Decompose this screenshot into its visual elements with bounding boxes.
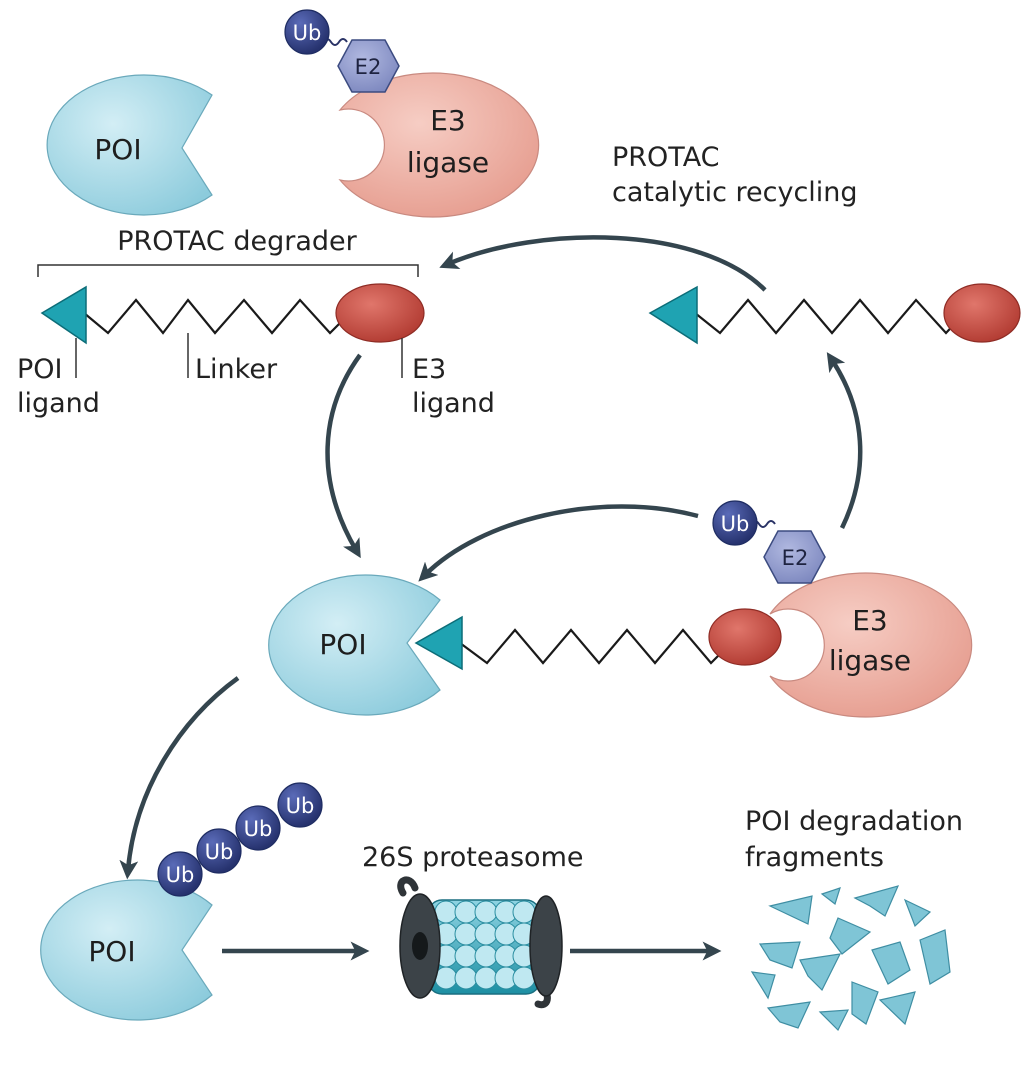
ubiquitin-middle: Ub: [712, 500, 758, 546]
e3-label-top-line1: E3: [430, 104, 466, 137]
arrow-ub-transfer: [418, 504, 699, 582]
poi-protein-middle: POI: [268, 574, 441, 716]
fragments-label-line2: fragments: [745, 842, 884, 873]
arrow-ternary-to-recycle: [826, 352, 863, 529]
protac-molecule-recycled: [648, 283, 1021, 345]
fragments-label-line1: POI degradation: [745, 806, 963, 837]
ub-label-chain-4: Ub: [286, 794, 315, 818]
e2-enzyme-middle: E2: [750, 520, 826, 584]
proteasome-label: 26S proteasome: [362, 842, 583, 873]
e3-ligase-top: E3 ligase: [338, 72, 540, 218]
ub-label-chain-1: Ub: [166, 863, 195, 887]
poi-ligand-label-line2: ligand: [17, 388, 100, 419]
arrow-recycle-to-degrader: [439, 235, 767, 292]
poi-ligand-shape: [40, 285, 87, 345]
e3-ligand-label-line2: ligand: [412, 388, 495, 419]
protac-molecule-bound: [414, 608, 782, 671]
protac-molecule-left: [40, 283, 425, 345]
poi-fragments: [750, 885, 951, 1032]
e3-label-middle-line2: ligase: [829, 644, 911, 677]
e2-enzyme-top: E2: [322, 38, 400, 93]
protac-degrader-title: PROTAC degrader: [117, 226, 357, 257]
recycling-label-line2: catalytic recycling: [612, 177, 858, 208]
e3-label-top-line2: ligase: [407, 146, 489, 179]
ub-label-top: Ub: [293, 21, 322, 45]
poi-protein-top: POI: [46, 74, 213, 216]
e3-ligand-label-line1: E3: [412, 354, 446, 385]
arrow-degrader-to-ternary: [325, 353, 362, 559]
arrow-to-ubiquitinated-poi: [119, 676, 240, 880]
e3-ligand-shape: [335, 283, 425, 343]
polyubiquitin-chain: Ub Ub Ub Ub: [157, 782, 323, 897]
poi-label-bottom: POI: [88, 935, 135, 968]
e3-ligase-middle: E3 ligase: [769, 572, 973, 718]
ub-label-chain-2: Ub: [205, 840, 234, 864]
e2-label-top: E2: [355, 55, 382, 79]
ub-label-middle: Ub: [721, 512, 750, 536]
e3-label-middle-line1: E3: [852, 604, 888, 637]
ubiquitin-top: Ub: [284, 9, 330, 55]
poi-protein-bottom: POI: [40, 879, 213, 1021]
recycling-label-line1: PROTAC: [612, 142, 720, 173]
e2-label-middle: E2: [782, 546, 809, 570]
proteasome-26s: [397, 876, 563, 1009]
linker-label: Linker: [195, 354, 278, 385]
poi-ligand-label-line1: POI: [17, 354, 63, 385]
ub-label-chain-3: Ub: [244, 817, 273, 841]
degrader-bracket: [37, 264, 419, 277]
poi-label-middle: POI: [319, 628, 366, 661]
poi-label-top: POI: [94, 133, 141, 166]
